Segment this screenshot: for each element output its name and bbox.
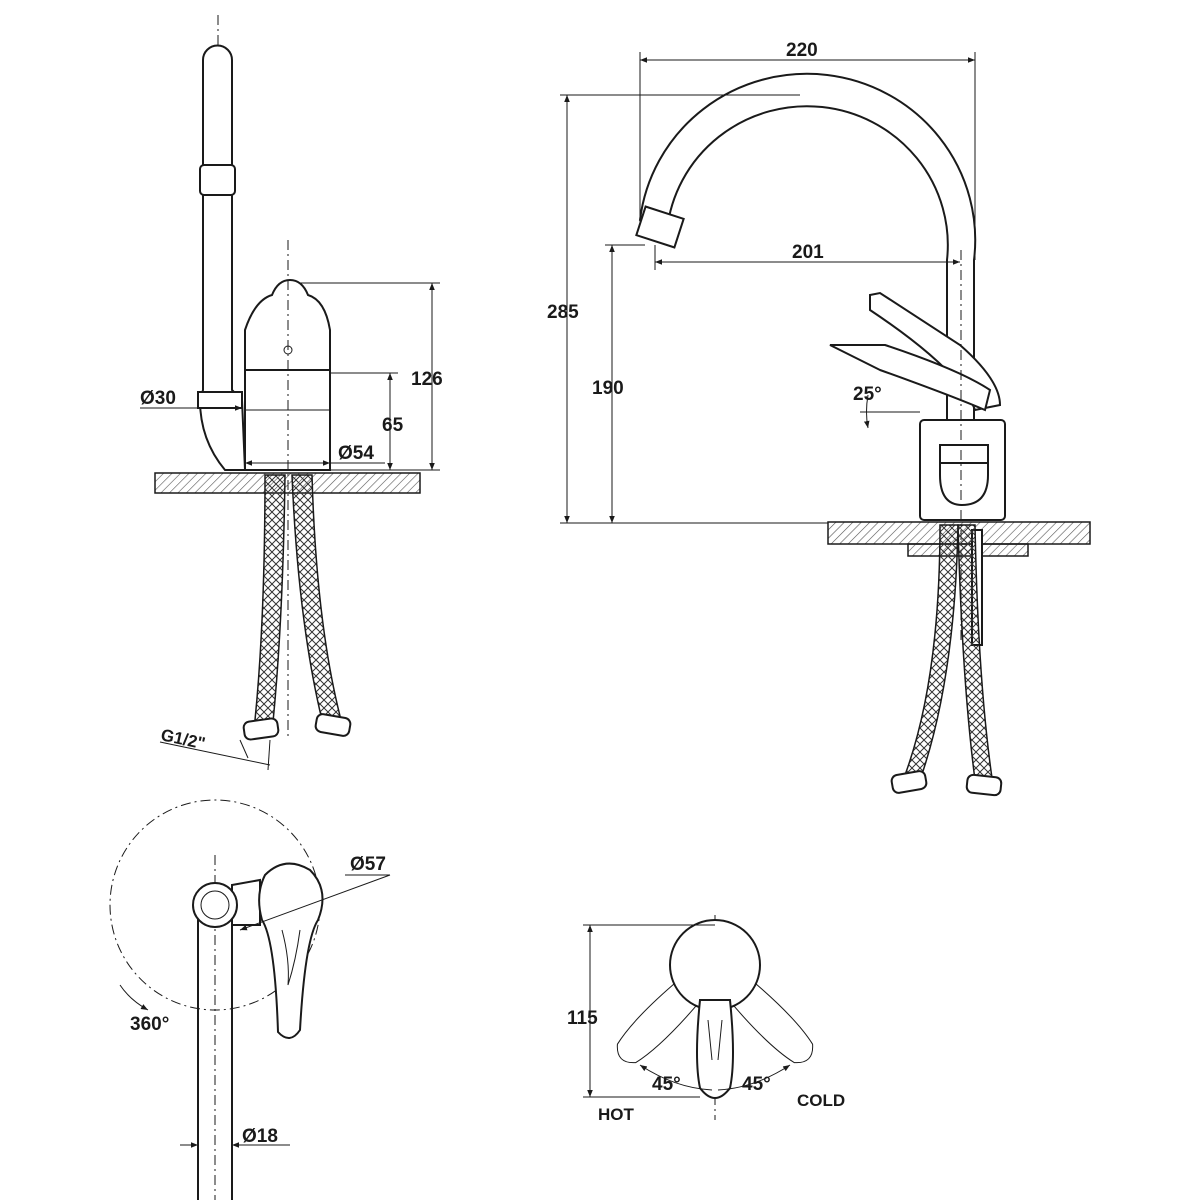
dim-126: 126 xyxy=(411,369,443,390)
dim-diameter-30: Ø30 xyxy=(140,388,176,409)
dim-190: 190 xyxy=(592,378,624,399)
dim-285: 285 xyxy=(547,302,579,323)
top-view: Ø57 360° Ø18 xyxy=(109,799,391,1200)
hot-angle-45-degrees: 45° xyxy=(652,1074,681,1095)
dim-diameter-18: Ø18 xyxy=(242,1126,278,1147)
dim-diameter-54: Ø54 xyxy=(338,443,374,464)
lever-view: 115 45° 45° HOT COLD xyxy=(567,915,845,1124)
dim-diameter-57: Ø57 xyxy=(350,854,386,875)
front-view: 220 201 285 190 25° xyxy=(547,40,1091,797)
dim-g-half-inch: G1/2" xyxy=(159,725,207,753)
dim-115: 115 xyxy=(567,1008,598,1029)
dim-201: 201 xyxy=(792,242,824,263)
dim-25-degrees: 25° xyxy=(853,384,882,405)
cold-angle-45-degrees: 45° xyxy=(742,1074,771,1095)
dim-220: 220 xyxy=(786,40,818,61)
rotation-360-degrees: 360° xyxy=(130,1014,169,1035)
side-view: 126 65 Ø30 Ø54 G1/2" xyxy=(140,15,443,771)
hot-label: HOT xyxy=(598,1105,635,1124)
cold-label: COLD xyxy=(797,1091,845,1110)
dim-65: 65 xyxy=(382,415,404,436)
